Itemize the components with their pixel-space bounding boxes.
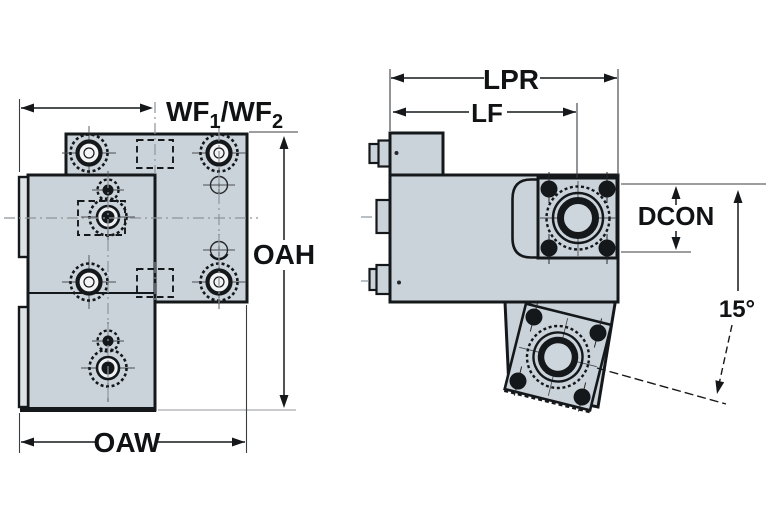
screw-dot (394, 151, 399, 155)
angle-label: 15° (719, 296, 755, 323)
flange-bolt (589, 324, 607, 342)
flange-bolt (525, 308, 543, 326)
side-view: LPR LF DCON 15° (361, 64, 766, 414)
lf-label: LF (471, 98, 503, 128)
dcon-label: DCON (638, 201, 715, 231)
coupling-flange (536, 172, 619, 264)
coupling-boss (511, 178, 540, 259)
side-tab (17, 175, 30, 259)
lpr-label: LPR (483, 64, 539, 95)
oah-dimension: OAH (158, 131, 315, 411)
flange-bolt (573, 388, 591, 406)
flange-bolt (598, 180, 616, 198)
flange-bolt (509, 372, 527, 390)
angle-dimension: 15° (596, 190, 755, 405)
screw-dot (397, 280, 401, 285)
oaw-label: OAW (94, 427, 161, 458)
front-view: WF1/WF2 OAH OAW (4, 96, 315, 458)
lpr-dimension: LPR (389, 64, 619, 175)
side-tab (17, 305, 30, 409)
dcon-dimension: DCON (621, 183, 766, 253)
flange-bolt (598, 239, 616, 257)
clamp-bolt-top (368, 139, 393, 168)
wf-dimension: WF1/WF2 (18, 96, 283, 172)
lf-dimension: LF (393, 98, 578, 178)
flange-bolt (540, 239, 558, 257)
oah-label: OAH (253, 239, 315, 270)
clamp-bolt-bottom (368, 263, 393, 296)
tilted-coupling-flange (503, 302, 613, 414)
top-block (388, 131, 445, 177)
flange-bolt (540, 180, 558, 198)
oaw-dimension: OAW (18, 305, 248, 458)
wf-label: WF1/WF2 (166, 96, 283, 133)
